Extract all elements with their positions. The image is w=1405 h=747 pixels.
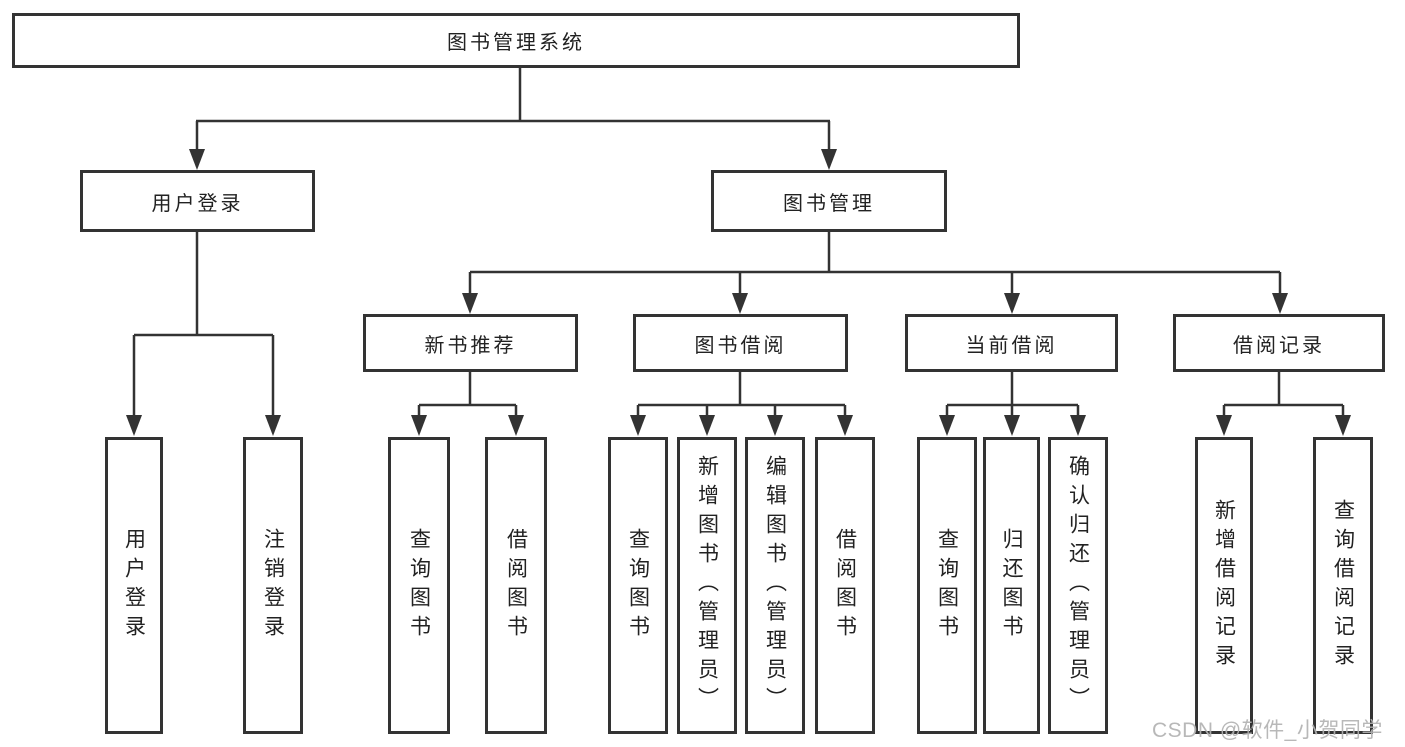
leaf-logout-label: 注销登录	[261, 527, 285, 644]
leaf-edit-book-admin-label: 编辑图书（管理员）	[763, 455, 787, 716]
leaf-return-book: 归还图书	[983, 437, 1040, 734]
leaf-query-books-current: 查询图书	[917, 437, 977, 734]
node-new-book-recommend: 新书推荐	[363, 314, 578, 372]
node-root: 图书管理系统	[12, 13, 1020, 68]
node-book-management: 图书管理	[711, 170, 947, 232]
leaf-query-books-borrow-label: 查询图书	[626, 527, 650, 644]
leaf-borrow-books: 借阅图书	[815, 437, 875, 734]
node-book-borrow: 图书借阅	[633, 314, 848, 372]
leaf-query-books-borrow: 查询图书	[608, 437, 668, 734]
leaf-add-book-admin-label: 新增图书（管理员）	[695, 455, 719, 716]
node-current-borrow: 当前借阅	[905, 314, 1118, 372]
leaf-query-books-recommend-label: 查询图书	[407, 527, 431, 644]
arrowhead-icons	[126, 149, 1351, 436]
watermark: CSDN @软件_小贺同学	[1152, 719, 1383, 742]
leaf-query-books-current-label: 查询图书	[935, 527, 959, 644]
leaf-confirm-return-admin: 确认归还（管理员）	[1048, 437, 1108, 734]
leaf-return-book-label: 归还图书	[1000, 527, 1023, 644]
leaf-query-borrow-record-label: 查询借阅记录	[1331, 498, 1355, 673]
leaf-user-login-label: 用户登录	[122, 527, 146, 644]
node-user-login: 用户登录	[80, 170, 315, 232]
leaf-add-borrow-record: 新增借阅记录	[1195, 437, 1253, 734]
leaf-borrow-books-label: 借阅图书	[833, 527, 857, 644]
leaf-add-book-admin: 新增图书（管理员）	[677, 437, 737, 734]
leaf-query-borrow-record: 查询借阅记录	[1313, 437, 1373, 734]
leaf-query-books-recommend: 查询图书	[388, 437, 450, 734]
tree-edges	[132, 68, 1345, 419]
leaf-user-login: 用户登录	[105, 437, 163, 734]
node-borrow-records: 借阅记录	[1173, 314, 1385, 372]
leaf-logout: 注销登录	[243, 437, 303, 734]
leaf-confirm-return-admin-label: 确认归还（管理员）	[1066, 455, 1090, 716]
leaf-add-borrow-record-label: 新增借阅记录	[1212, 498, 1236, 673]
leaf-edit-book-admin: 编辑图书（管理员）	[745, 437, 805, 734]
leaf-borrow-books-recommend: 借阅图书	[485, 437, 547, 734]
leaf-borrow-books-recommend-label: 借阅图书	[504, 527, 528, 644]
